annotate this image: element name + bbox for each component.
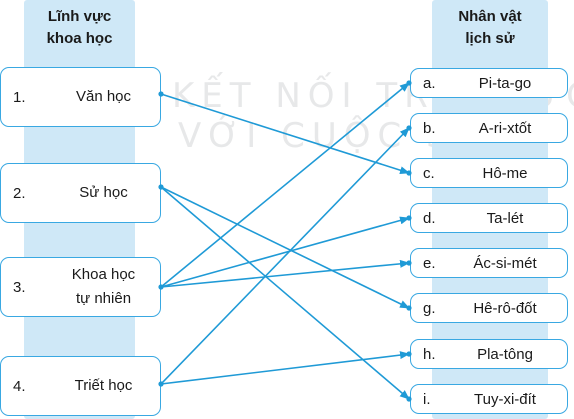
person-box-b[interactable]: b. A-ri-xtốt [410,113,568,143]
person-name: Hô-me [482,164,528,182]
person-box-g[interactable]: g. Hê-rô-đốt [410,293,568,323]
person-box-d[interactable]: d. Ta-lét [410,203,568,233]
field-number: 2. [13,184,26,202]
person-letter: d. [423,209,436,227]
connection-arrow-1-c [160,93,410,175]
person-name: Hê-rô-đốt [473,299,537,317]
person-letter: g. [423,299,436,317]
person-letter: a. [423,74,436,92]
person-box-i[interactable]: i. Tuy-xi-đít [410,384,568,414]
connection-arrow-2-i [160,186,410,400]
person-name: A-ri-xtốt [478,119,532,137]
connection-arrow-3-d [160,216,410,288]
person-letter: e. [423,254,436,272]
field-box-2[interactable]: 2. Sử học [0,163,161,223]
person-box-a[interactable]: a. Pi-ta-go [410,68,568,98]
field-number: 3. [13,278,26,296]
person-letter: c. [423,164,435,182]
connection-arrow-3-a [160,82,410,288]
right-header-line-2: lịch sử [465,30,515,47]
connection-arrow-2-g [160,186,410,309]
connection-arrow-4-h [160,351,410,385]
right-column-header: Nhân vật lịch sử [432,6,548,50]
person-letter: b. [423,119,436,137]
left-header-line-1: Lĩnh vực [47,8,112,25]
right-header-line-1: Nhân vật [458,8,522,25]
person-box-h[interactable]: h. Pla-tông [410,339,568,369]
field-label: Văn học [75,88,132,105]
left-column-header: Lĩnh vực khoa học [24,6,135,50]
field-label: Triết học [74,377,133,394]
left-header-line-2: khoa học [46,30,113,47]
connection-arrow-3-e [160,259,410,288]
person-name: Ác-si-mét [473,254,537,272]
person-name: Pla-tông [477,345,533,363]
field-label: Sử học [79,184,128,201]
person-letter: h. [423,345,436,363]
connection-arrow-4-b [160,127,410,385]
field-number: 4. [13,377,26,395]
person-name: Tuy-xi-đít [474,390,536,408]
person-name: Pi-ta-go [478,74,532,92]
field-number: 1. [13,88,26,106]
field-box-1[interactable]: 1. Văn học [0,67,161,127]
person-name: Ta-lét [486,209,524,227]
person-box-c[interactable]: c. Hô-me [410,158,568,188]
field-box-4[interactable]: 4. Triết học [0,356,161,416]
person-letter: i. [423,390,431,408]
person-box-e[interactable]: e. Ác-si-mét [410,248,568,278]
